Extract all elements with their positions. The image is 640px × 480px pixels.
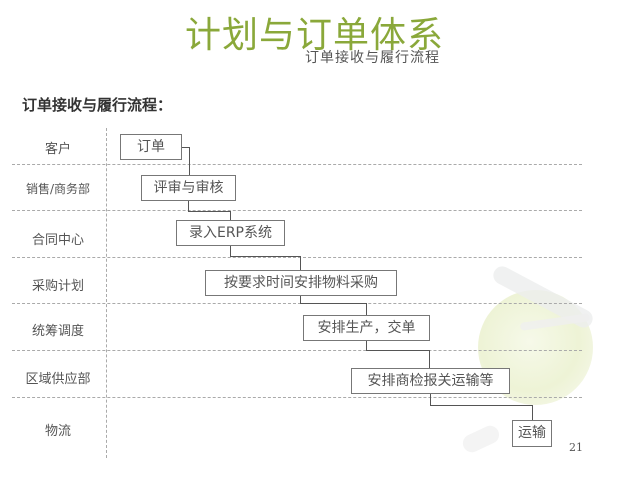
lane-divider	[12, 257, 582, 258]
lane-label-logistics: 物流	[44, 424, 71, 439]
mouse-icon	[459, 422, 503, 456]
connector	[188, 211, 231, 212]
lane-divider	[12, 303, 582, 304]
section-heading: 订单接收与履行流程：	[22, 96, 173, 114]
connector	[300, 256, 301, 270]
lane-label-sales: 销售/商务部	[25, 182, 91, 196]
connector	[300, 303, 367, 304]
step-erp-entry: 录入ERP系统	[176, 220, 285, 246]
connector	[430, 405, 533, 406]
lane-divider	[12, 350, 582, 351]
lane-label-scheduling: 统筹调度	[31, 324, 84, 339]
connector	[300, 295, 301, 304]
step-review: 评审与审核	[141, 175, 236, 201]
lane-label-customer: 客户	[44, 142, 71, 157]
connector	[230, 211, 231, 220]
lane-divider	[12, 210, 582, 211]
connector	[366, 303, 367, 315]
connector	[430, 393, 431, 406]
step-transport: 运输	[512, 420, 552, 447]
lane-divider	[12, 397, 582, 398]
connector	[532, 405, 533, 420]
connector	[366, 350, 430, 351]
lane-divider-vertical	[106, 128, 107, 458]
connector	[230, 256, 301, 257]
slide-subtitle: 订单接收与履行流程	[305, 50, 440, 66]
connector	[366, 340, 367, 351]
lane-label-contract-center: 合同中心	[31, 233, 84, 248]
step-order: 订单	[120, 134, 182, 160]
slide-title: 计划与订单体系	[185, 15, 445, 56]
connector	[182, 147, 190, 148]
lane-label-purchase-plan: 采购计划	[31, 279, 84, 294]
connector	[188, 200, 189, 212]
lane-label-regional-supply: 区域供应部	[25, 372, 91, 387]
lane-divider	[12, 164, 582, 165]
connector	[189, 147, 190, 175]
step-inspection-customs: 安排商检报关运输等	[351, 368, 510, 394]
step-production: 安排生产，交单	[303, 315, 430, 341]
step-material-purchase: 按要求时间安排物料采购	[205, 270, 397, 296]
connector	[429, 350, 430, 368]
page-number: 21	[569, 441, 583, 454]
connector	[230, 245, 231, 257]
